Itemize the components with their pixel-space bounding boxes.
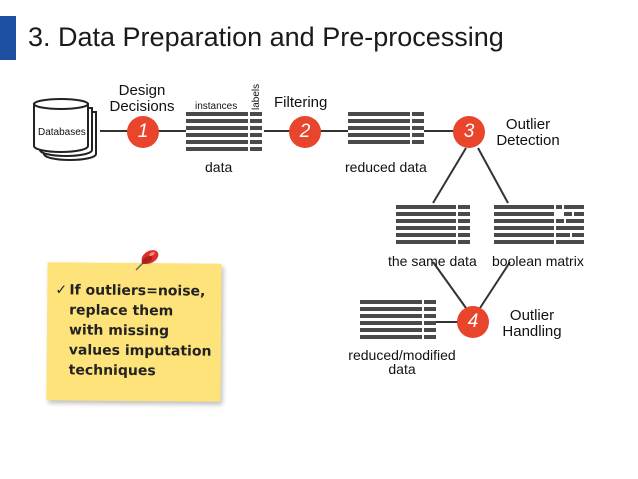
- check-icon: ✓: [55, 282, 68, 299]
- step-4-circle: 4: [457, 306, 489, 338]
- same-data-label: the same data: [388, 253, 477, 269]
- pushpin-icon: [130, 248, 164, 279]
- reduced-modified-data-label: reduced/modified data: [348, 347, 456, 377]
- data-label: data: [205, 159, 233, 175]
- databases-label: Databases: [38, 127, 86, 138]
- outlier-detection-label: Outlier Detection: [496, 116, 560, 149]
- reduced-data-label: reduced data: [345, 159, 427, 175]
- step-1-circle: 1: [127, 116, 159, 148]
- boolean-matrix-label: boolean matrix: [492, 253, 584, 269]
- page-title: 3. Data Preparation and Pre-processing: [28, 22, 504, 52]
- step-2-circle: 2: [289, 116, 321, 148]
- title-accent-bar: [0, 16, 16, 60]
- database-stack-icon: [30, 98, 102, 169]
- filtering-label: Filtering: [274, 94, 328, 111]
- instances-label: instances: [195, 101, 238, 112]
- step-3-circle: 3: [453, 116, 485, 148]
- sticky-note: ✓ If outliers=noise, replace them with m…: [46, 262, 222, 402]
- sticky-note-text: If outliers=noise, replace them with mis…: [68, 282, 212, 380]
- labels-label: labels: [251, 83, 262, 110]
- design-decisions-label: Design Decisions: [109, 82, 175, 115]
- outlier-handling-label: Outlier Handling: [502, 307, 562, 340]
